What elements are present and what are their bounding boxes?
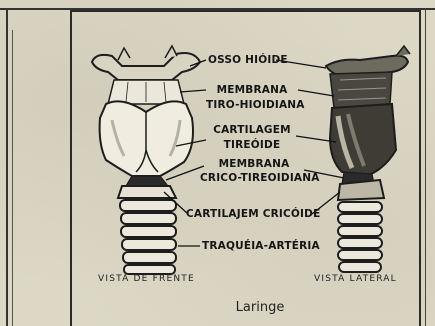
front-trachea [120,200,176,274]
label-thyroid-cartilage-line1: CARTILAGEM [208,124,296,136]
label-cricothyroid-membrane-line2: CRICO-TIREOIDIANA [200,172,308,184]
label-front-view: VISTA DE FRENTE [98,274,195,284]
label-cricoid-cartilage: CARTILAJEM CRICÓIDE [186,208,320,220]
lateral-view-larynx [326,46,410,272]
label-hyoid-bone: OSSO HIÓIDE [208,54,288,66]
front-cricothyroid-membrane [126,176,168,186]
label-lateral-view: VISTA LATERAL [314,274,397,284]
front-view-larynx [92,46,200,274]
label-cricothyroid-membrane-line1: MEMBRANA [200,158,308,170]
front-cricoid-cartilage [118,186,176,198]
lateral-trachea [338,202,382,272]
label-thyroid-cartilage-line2: TIREÓIDE [208,139,296,151]
front-hyoid-bone [92,53,200,80]
figure-caption: Laringe [200,300,320,315]
label-thyrohyoid-membrane-line1: MEMBRANA [206,84,298,96]
label-trachea: TRAQUÉIA-ARTÉRIA [202,240,320,252]
lateral-cricoid-cartilage [338,180,384,200]
label-thyrohyoid-membrane-line2: TIRO-HIOIDIANA [206,99,298,111]
